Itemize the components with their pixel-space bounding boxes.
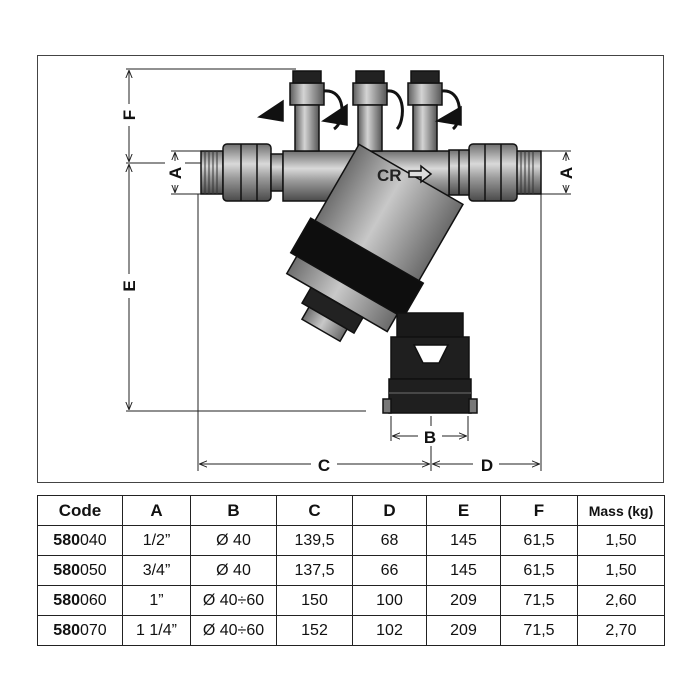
cell-code: 580050: [37, 555, 123, 586]
table-header-row: Code A B C D E F Mass (kg): [37, 495, 665, 526]
cell-code: 580070: [37, 615, 123, 646]
drain-funnel: [382, 312, 478, 414]
header-a: A: [122, 495, 191, 526]
cell-f: 71,5: [500, 615, 578, 646]
cell-a: 1 1/4”: [122, 615, 191, 646]
cell-a: 1/2”: [122, 525, 191, 556]
valve-illustration: CR: [200, 70, 542, 414]
cell-e: 209: [426, 615, 501, 646]
cell-mass: 2,70: [577, 615, 665, 646]
extension-lines: [126, 68, 571, 471]
header-mass: Mass (kg): [577, 495, 665, 526]
cell-c: 150: [276, 585, 353, 616]
header-f: F: [500, 495, 578, 526]
cell-b: Ø 40÷60: [190, 585, 277, 616]
flow-arrow-icon: [408, 164, 433, 184]
cell-code: 580060: [37, 585, 123, 616]
test-port-caps: [257, 70, 462, 152]
cell-mass: 1,50: [577, 525, 665, 556]
table-row: 580040 1/2” Ø 40 139,5 68 145 61,5 1,50: [37, 525, 665, 556]
cell-d: 66: [352, 555, 427, 586]
dim-label-b: B: [424, 428, 436, 447]
specification-table: Code A B C D E F Mass (kg) 580040 1/2” Ø…: [37, 495, 665, 646]
dim-label-a-right: A: [557, 167, 576, 179]
cell-b: Ø 40÷60: [190, 615, 277, 646]
filter-bowl: [285, 143, 464, 343]
cell-f: 61,5: [500, 525, 578, 556]
cell-a: 3/4”: [122, 555, 191, 586]
dim-label-a-left: A: [166, 167, 185, 179]
cell-f: 61,5: [500, 555, 578, 586]
table-row: 580050 3/4” Ø 40 137,5 66 145 61,5 1,50: [37, 555, 665, 586]
cell-e: 209: [426, 585, 501, 616]
table-row: 580060 1” Ø 40÷60 150 100 209 71,5 2,60: [37, 585, 665, 616]
cell-c: 137,5: [276, 555, 353, 586]
table-row: 580070 1 1/4” Ø 40÷60 152 102 209 71,5 2…: [37, 615, 665, 646]
cell-a: 1”: [122, 585, 191, 616]
dim-label-c: C: [318, 456, 330, 475]
cell-e: 145: [426, 525, 501, 556]
cell-c: 152: [276, 615, 353, 646]
svg-text:CR: CR: [377, 166, 402, 185]
dim-label-d: D: [481, 456, 493, 475]
header-code: Code: [37, 495, 123, 526]
cell-mass: 2,60: [577, 585, 665, 616]
cell-b: Ø 40: [190, 555, 277, 586]
cell-d: 102: [352, 615, 427, 646]
cell-d: 68: [352, 525, 427, 556]
header-b: B: [190, 495, 277, 526]
technical-drawing-frame: F E A A B C D: [37, 55, 664, 483]
valve-drawing: F E A A B C D: [119, 68, 576, 475]
cell-d: 100: [352, 585, 427, 616]
dim-label-f: F: [120, 110, 139, 120]
cell-e: 145: [426, 555, 501, 586]
cell-f: 71,5: [500, 585, 578, 616]
header-e: E: [426, 495, 501, 526]
dim-label-e: E: [120, 280, 139, 291]
cell-mass: 1,50: [577, 555, 665, 586]
header-c: C: [276, 495, 353, 526]
cell-b: Ø 40: [190, 525, 277, 556]
cell-code: 580040: [37, 525, 123, 556]
header-d: D: [352, 495, 427, 526]
cell-c: 139,5: [276, 525, 353, 556]
brand-logo: CR: [377, 166, 402, 185]
